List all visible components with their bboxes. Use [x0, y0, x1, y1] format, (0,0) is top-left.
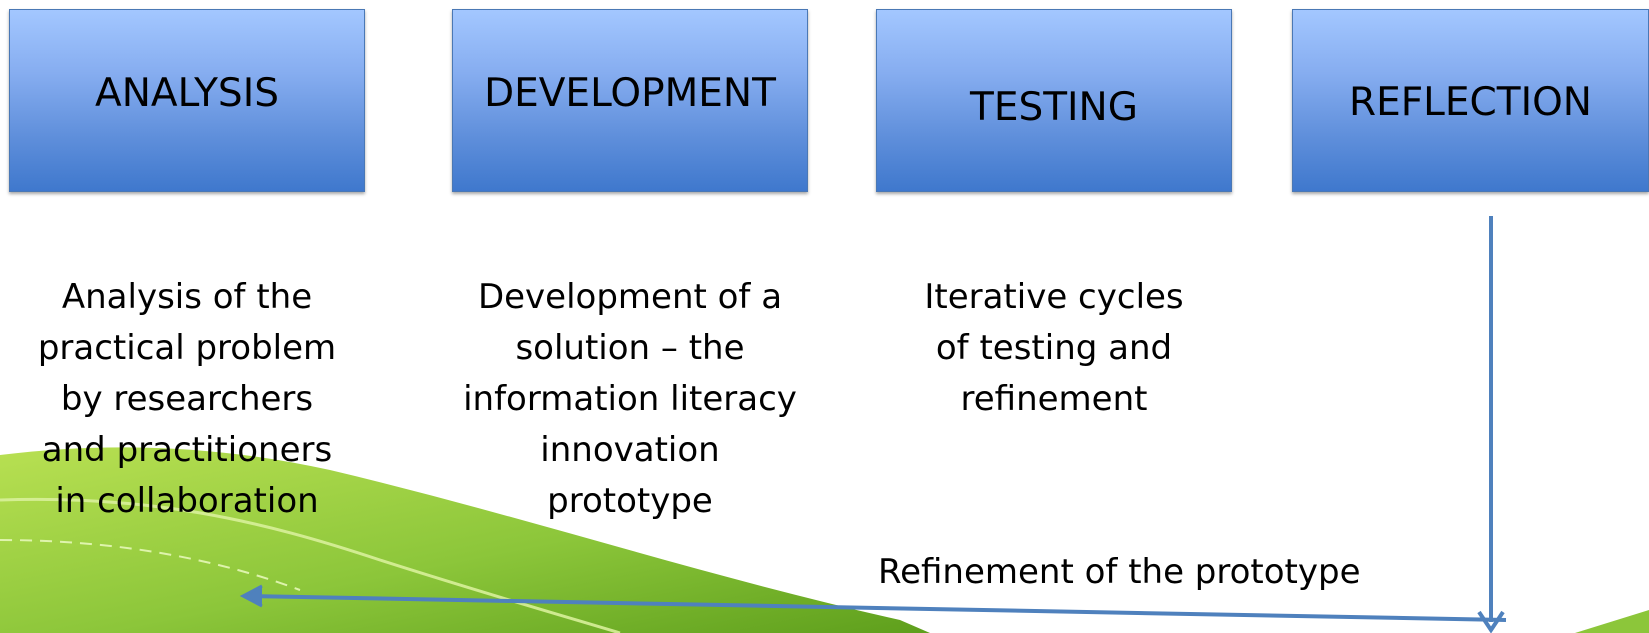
description-line: and practitioners — [41, 430, 333, 470]
development-description: Development of a solution – the informat… — [440, 272, 820, 527]
description-line: solution – the — [515, 328, 745, 368]
description-line: innovation — [540, 430, 720, 470]
analysis-box: ANALYSIS — [9, 9, 365, 192]
description-line: of testing and — [935, 328, 1173, 368]
refinement-return-arrow-shaft — [249, 594, 1507, 622]
refinement-label: Refinement of the prototype — [878, 552, 1361, 592]
development-box: DEVELOPMENT — [452, 9, 808, 192]
reflection-title: REFLECTION — [1349, 80, 1592, 125]
description-line: refinement — [960, 379, 1148, 419]
description-line: Development of a — [477, 277, 783, 317]
reflection-box: REFLECTION — [1292, 9, 1649, 192]
description-line: information literacy — [463, 379, 797, 419]
description-line: Analysis of the — [61, 277, 313, 317]
analysis-description: Analysis of the practical problem by res… — [9, 272, 365, 527]
description-line: by researchers — [60, 379, 314, 419]
testing-title: TESTING — [970, 85, 1138, 130]
analysis-title: ANALYSIS — [95, 71, 279, 116]
testing-description: Iterative cycles of testing and refineme… — [876, 272, 1232, 425]
development-title: DEVELOPMENT — [484, 71, 776, 116]
testing-box: TESTING — [876, 9, 1232, 192]
description-line: prototype — [547, 481, 713, 521]
refinement-return-arrowhead — [239, 584, 263, 608]
description-line: practical problem — [37, 328, 337, 368]
description-line: Iterative cycles — [924, 277, 1184, 317]
description-line: in collaboration — [55, 481, 319, 521]
